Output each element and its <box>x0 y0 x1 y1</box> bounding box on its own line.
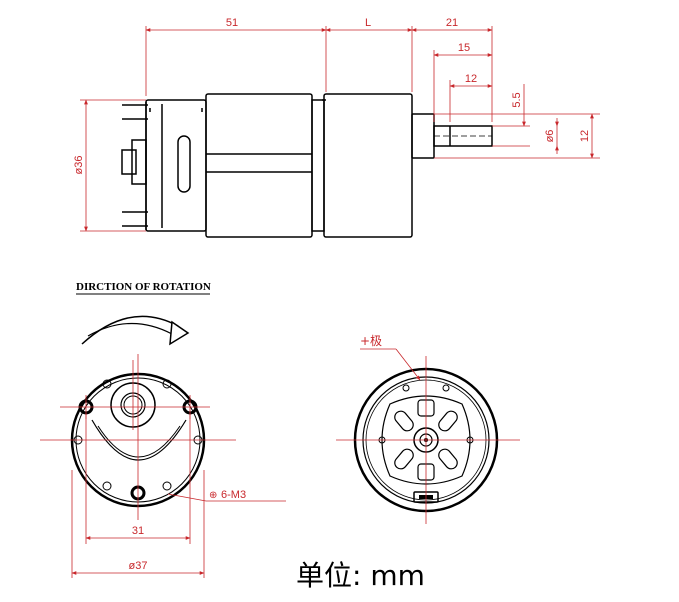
side-view: 51 L 21 15 12 <box>73 17 600 238</box>
dim-15-label: 15 <box>458 42 470 54</box>
terminal-label: +极 <box>360 334 382 348</box>
dim-12-horizontal: 12 <box>449 73 493 122</box>
dim-5-5-label: 5.5 <box>511 92 523 107</box>
terminal-callout: +极 <box>360 334 421 381</box>
dim-51: 51 <box>145 17 327 96</box>
front-view: DIRCTION OF ROTATION <box>40 281 286 578</box>
motor-can <box>205 93 313 238</box>
rotation-arrow-icon <box>81 315 190 346</box>
dim-l-label: L <box>365 17 371 29</box>
motor-terminals <box>122 102 148 230</box>
unit-label: 单位: mm <box>296 559 425 592</box>
front-centerlines <box>40 354 236 520</box>
dim-15: 15 <box>433 42 493 122</box>
rotation-caption: DIRCTION OF ROTATION <box>76 281 211 293</box>
dim-dia-36-label: ø36 <box>73 156 85 175</box>
dim-31: 31 <box>85 413 191 544</box>
screw-callout: ⊕ 6-M3 <box>167 489 286 502</box>
screw-callout-prefix: ⊕ <box>209 490 217 501</box>
back-centerlines <box>336 356 520 524</box>
dim-21-label: 21 <box>446 17 458 29</box>
dim-21: 21 <box>411 17 493 122</box>
screw-callout-label: 6-M3 <box>221 489 246 501</box>
gearbox <box>311 93 413 238</box>
dim-12h-label: 12 <box>465 73 477 85</box>
dim-51-label: 51 <box>226 17 238 29</box>
dim-31-label: 31 <box>132 525 144 537</box>
dim-l: L <box>325 17 413 92</box>
back-view: +极 <box>336 334 520 524</box>
dim-dia-36: ø36 <box>73 99 146 232</box>
vent-slots <box>394 410 458 470</box>
dim-dia-37-label: ø37 <box>129 560 148 572</box>
dim-dia-6: ø6 <box>544 118 559 154</box>
dim-12v-label: 12 <box>579 130 591 142</box>
dim-dia-6-label: ø6 <box>544 130 556 143</box>
dim-5-5: 5.5 <box>492 84 530 147</box>
output-shaft <box>411 113 493 159</box>
dim-dia-37: ø37 <box>71 470 205 578</box>
dim-12-vertical: 12 <box>434 113 600 159</box>
